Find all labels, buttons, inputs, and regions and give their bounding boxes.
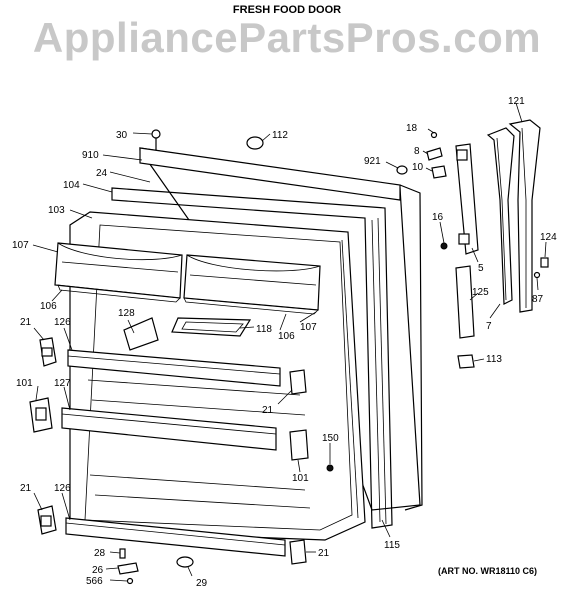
- callout-118: 118: [256, 324, 272, 335]
- callout-87: 87: [532, 294, 544, 305]
- callout-24: 24: [96, 168, 108, 179]
- callout-16: 16: [432, 212, 444, 223]
- plug-921: [396, 165, 408, 175]
- callout-29: 29: [196, 578, 208, 589]
- screw-30: [151, 129, 161, 150]
- callout-107-right: 107: [300, 322, 317, 333]
- clip-8: [426, 147, 443, 161]
- callout-7: 7: [486, 321, 492, 332]
- callout-106-left: 106: [40, 301, 57, 312]
- egg-tray: [171, 317, 252, 337]
- callout-107-left: 107: [12, 240, 29, 251]
- callout-labels: 30 112 910 24 104 103 107 106 128 118 10…: [12, 96, 557, 589]
- callout-566: 566: [86, 576, 103, 587]
- door-handle-121: [508, 119, 541, 313]
- callout-150: 150: [322, 433, 339, 444]
- callout-910: 910: [82, 150, 99, 161]
- screw-16: [440, 242, 448, 250]
- callout-128: 128: [118, 308, 135, 319]
- callout-106-right: 106: [278, 331, 295, 342]
- callout-104: 104: [63, 180, 80, 191]
- shelf-bar-upper: [67, 349, 281, 387]
- callout-30: 30: [116, 130, 128, 141]
- callout-10: 10: [412, 162, 424, 173]
- clip-10: [431, 165, 447, 179]
- shelf-bar-lower: [65, 517, 286, 557]
- dairy-door-left: [54, 242, 183, 303]
- callout-21-left-lower: 21: [20, 483, 32, 494]
- callout-28: 28: [94, 548, 106, 559]
- plate-26: [117, 562, 139, 575]
- dairy-door-right: [183, 254, 321, 315]
- bracket-21-right-lower: [289, 539, 307, 565]
- screw-150: [326, 464, 334, 472]
- callout-5: 5: [478, 263, 484, 274]
- callout-125: 125: [472, 287, 489, 298]
- callout-21-left-upper: 21: [20, 317, 32, 328]
- callout-18: 18: [406, 123, 418, 134]
- callout-124: 124: [540, 232, 557, 243]
- callout-921: 921: [364, 156, 381, 167]
- bracket-101-left: [29, 397, 53, 433]
- callout-115: 115: [384, 540, 400, 551]
- callout-101-right: 101: [292, 473, 309, 484]
- callout-126-lower: 126: [54, 483, 71, 494]
- end-cap-124: [540, 257, 549, 268]
- bracket-21-left-upper: [39, 337, 57, 367]
- callout-21-right-upper: 21: [262, 405, 274, 416]
- cap-113: [457, 354, 475, 369]
- callout-101-left: 101: [16, 378, 33, 389]
- bracket-21-right-upper: [289, 369, 307, 395]
- diagram-title: FRESH FOOD DOOR: [232, 4, 342, 16]
- screw-18: [430, 131, 438, 139]
- callout-127: 127: [54, 378, 71, 389]
- callout-112: 112: [272, 130, 288, 141]
- leader-lines: [32, 102, 547, 582]
- callout-103: 103: [48, 205, 65, 216]
- screw-87: [533, 271, 541, 279]
- callout-113: 113: [486, 354, 502, 365]
- callout-121: 121: [508, 96, 525, 107]
- art-number: (ART NO. WR18110 C6): [438, 566, 538, 576]
- bracket-128: [123, 317, 159, 351]
- callout-21-right-lower: 21: [318, 548, 330, 559]
- shelf-rests: [87, 379, 311, 509]
- watermark: AppliancePartsPros.com: [32, 14, 542, 61]
- handle-mount-5: [455, 143, 479, 255]
- plug-112: [246, 136, 264, 150]
- callout-8: 8: [414, 146, 420, 157]
- door-gasket: [111, 187, 393, 529]
- clip-28: [119, 548, 126, 559]
- screw-566: [126, 577, 134, 585]
- bracket-101-right: [289, 429, 309, 461]
- shelf-bar-middle: [61, 407, 277, 451]
- handle-trim-125: [455, 265, 475, 339]
- callout-26: 26: [92, 565, 104, 576]
- plug-29: [176, 556, 194, 568]
- door-handle-7: [486, 127, 515, 305]
- callout-126-upper: 126: [54, 317, 71, 328]
- bracket-21-left-lower: [37, 505, 57, 535]
